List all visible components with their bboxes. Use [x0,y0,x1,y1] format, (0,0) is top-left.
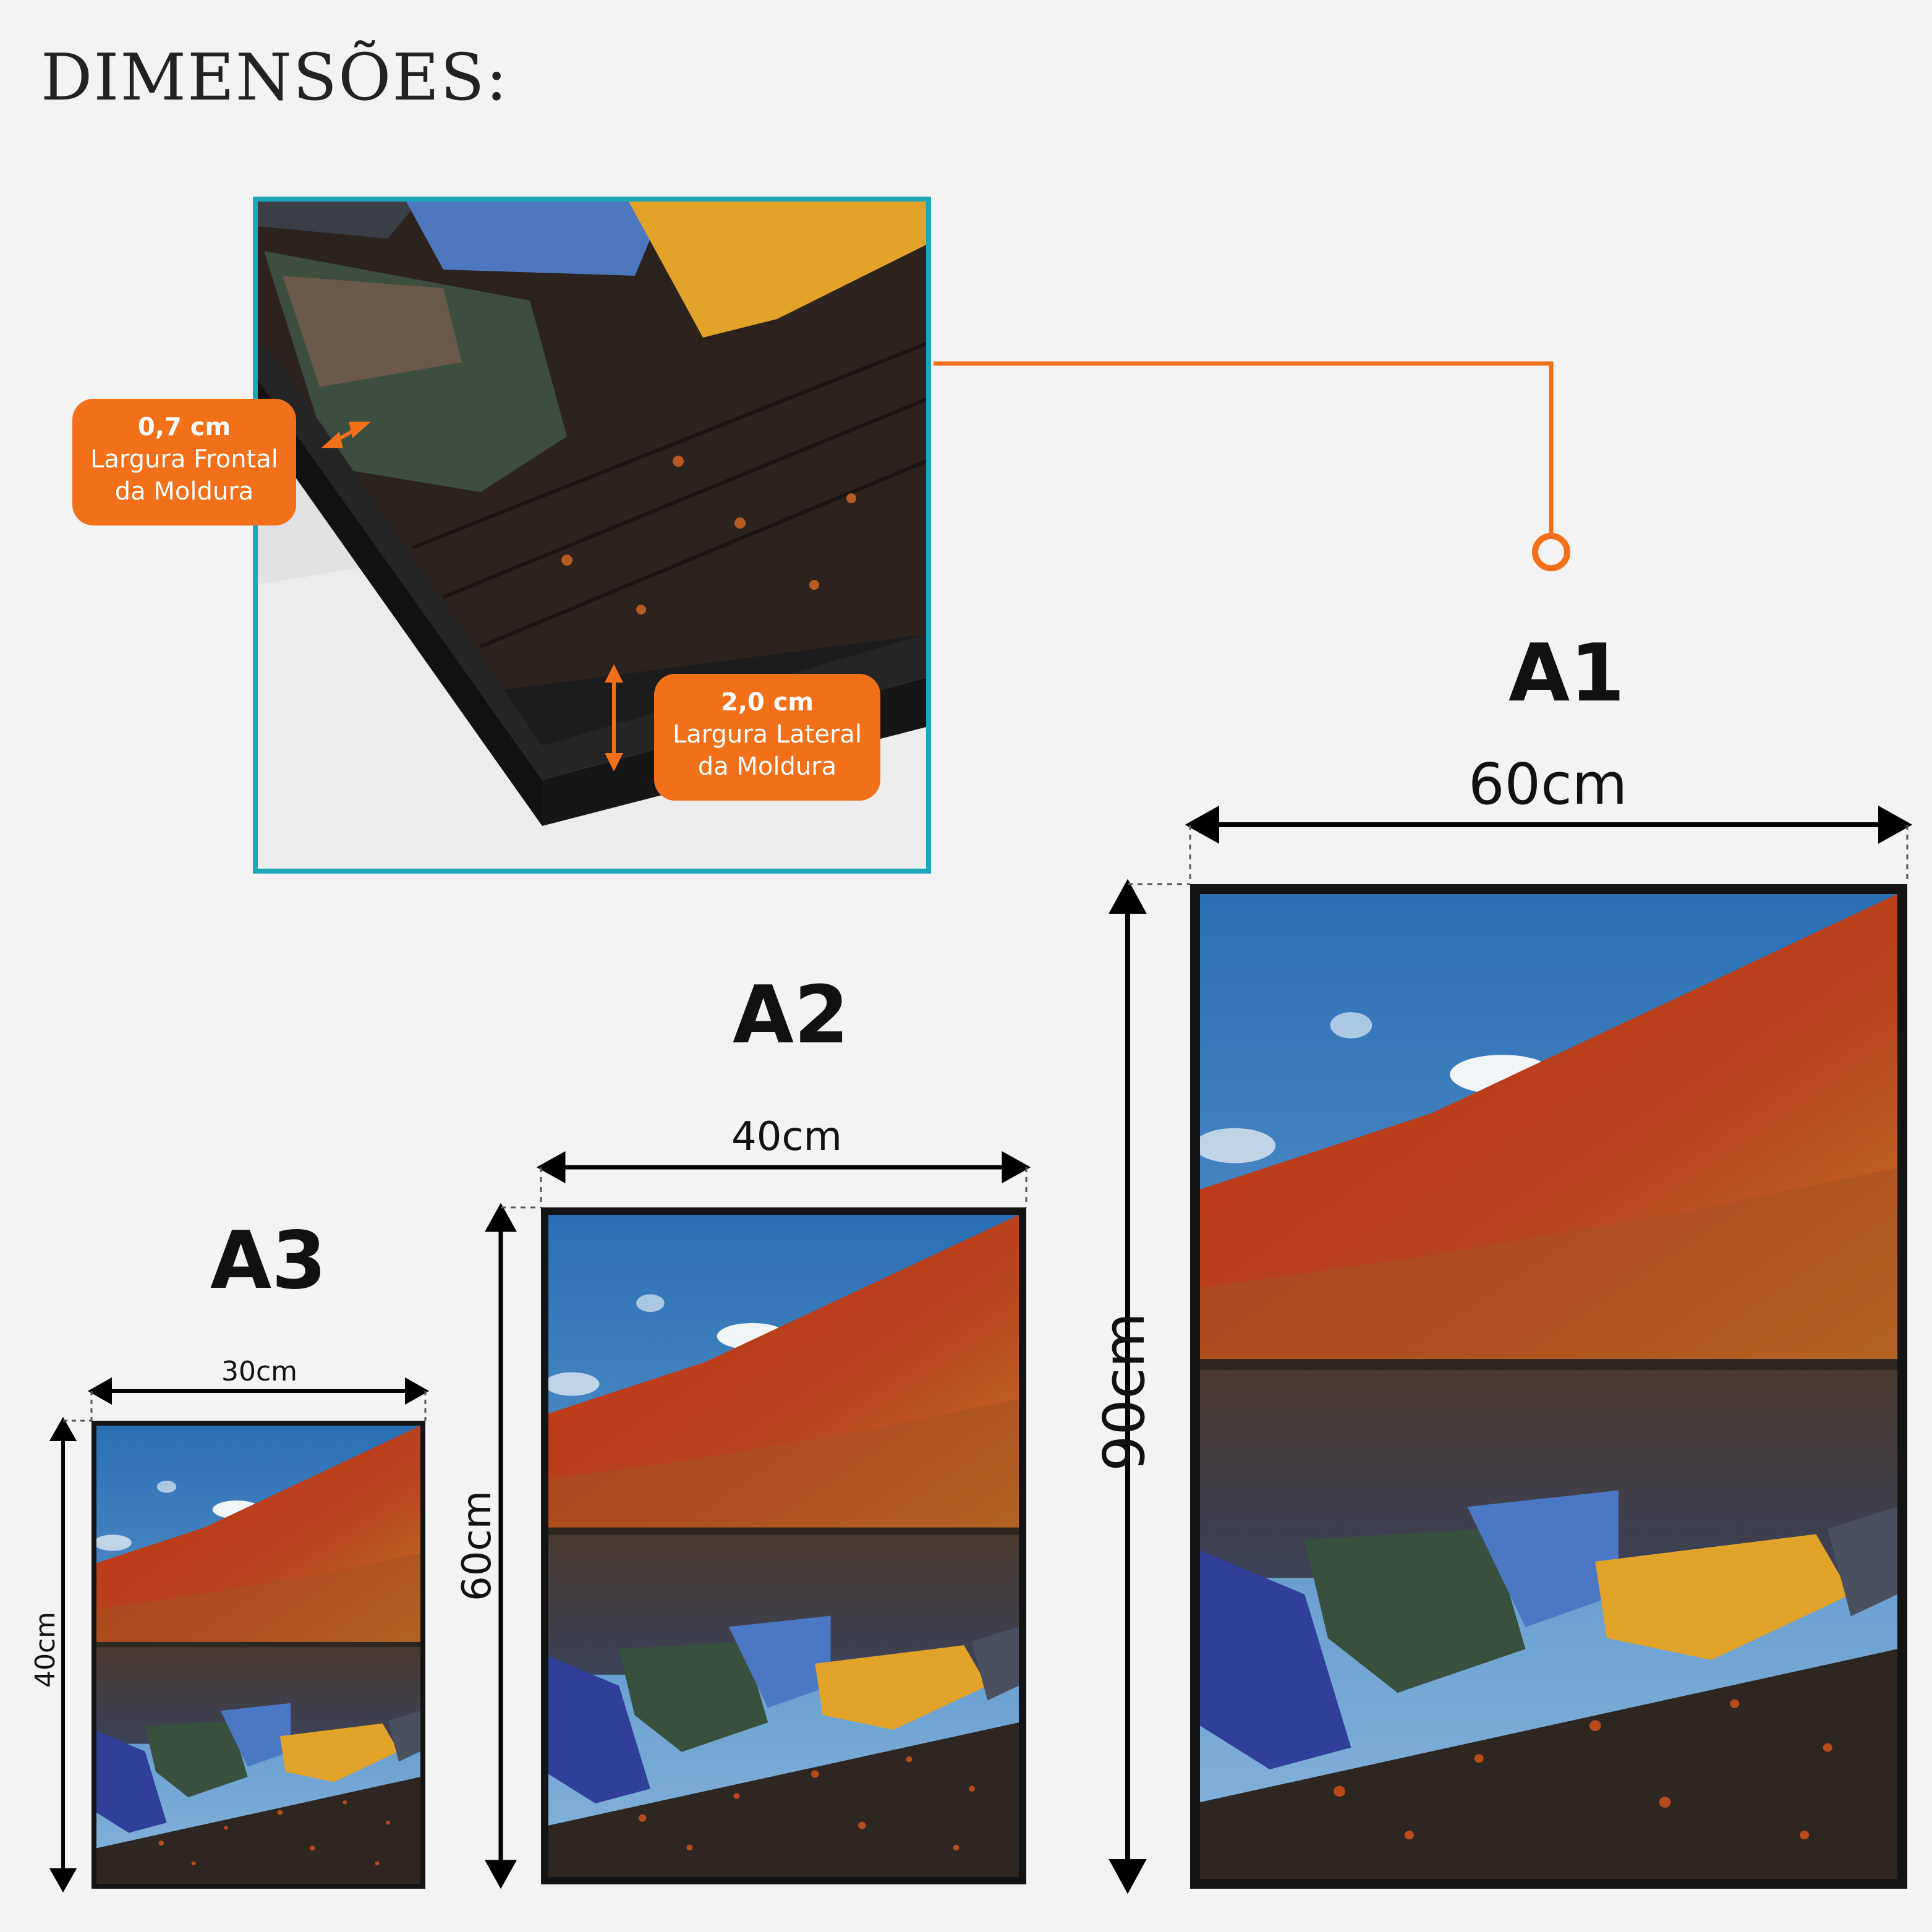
a2-size-label: A2 [733,969,849,1062]
a3-dimension-lines [49,1377,430,1893]
a1-height-label: 90cm [1091,1312,1157,1471]
front-width-line2: da Moldura [114,477,254,506]
a3-width-label: 30cm [221,1356,298,1387]
a1-width-label: 60cm [1468,751,1628,817]
a3-frame [91,1421,425,1889]
a2-dimension-lines [485,1151,1031,1889]
side-width-badge: 2,0 cm Largura Lateral da Moldura [654,674,880,801]
connector-line [934,361,1554,538]
a2-width-label: 40cm [731,1114,842,1160]
a2-frame [541,1207,1026,1884]
connector-dot [1532,533,1570,571]
front-width-badge: 0,7 cm Largura Frontal da Moldura [72,399,296,526]
side-width-line1: Largura Lateral [672,720,862,749]
front-width-value: 0,7 cm [137,413,231,441]
front-width-line1: Largura Frontal [90,445,278,474]
a1-frame [1190,884,1907,1889]
side-width-line2: da Moldura [697,752,837,781]
a2-height-label: 60cm [454,1491,500,1601]
side-width-value: 2,0 cm [720,688,814,717]
a3-artwork [96,1426,420,1884]
a1-size-label: A1 [1509,628,1625,720]
a2-artwork [548,1215,1019,1877]
a1-dimension-lines [1109,806,1913,1894]
a1-artwork [1200,894,1897,1879]
a3-size-label: A3 [210,1215,327,1307]
a3-height-label: 40cm [30,1611,61,1688]
page-title: DIMENSÕES: [41,40,509,115]
